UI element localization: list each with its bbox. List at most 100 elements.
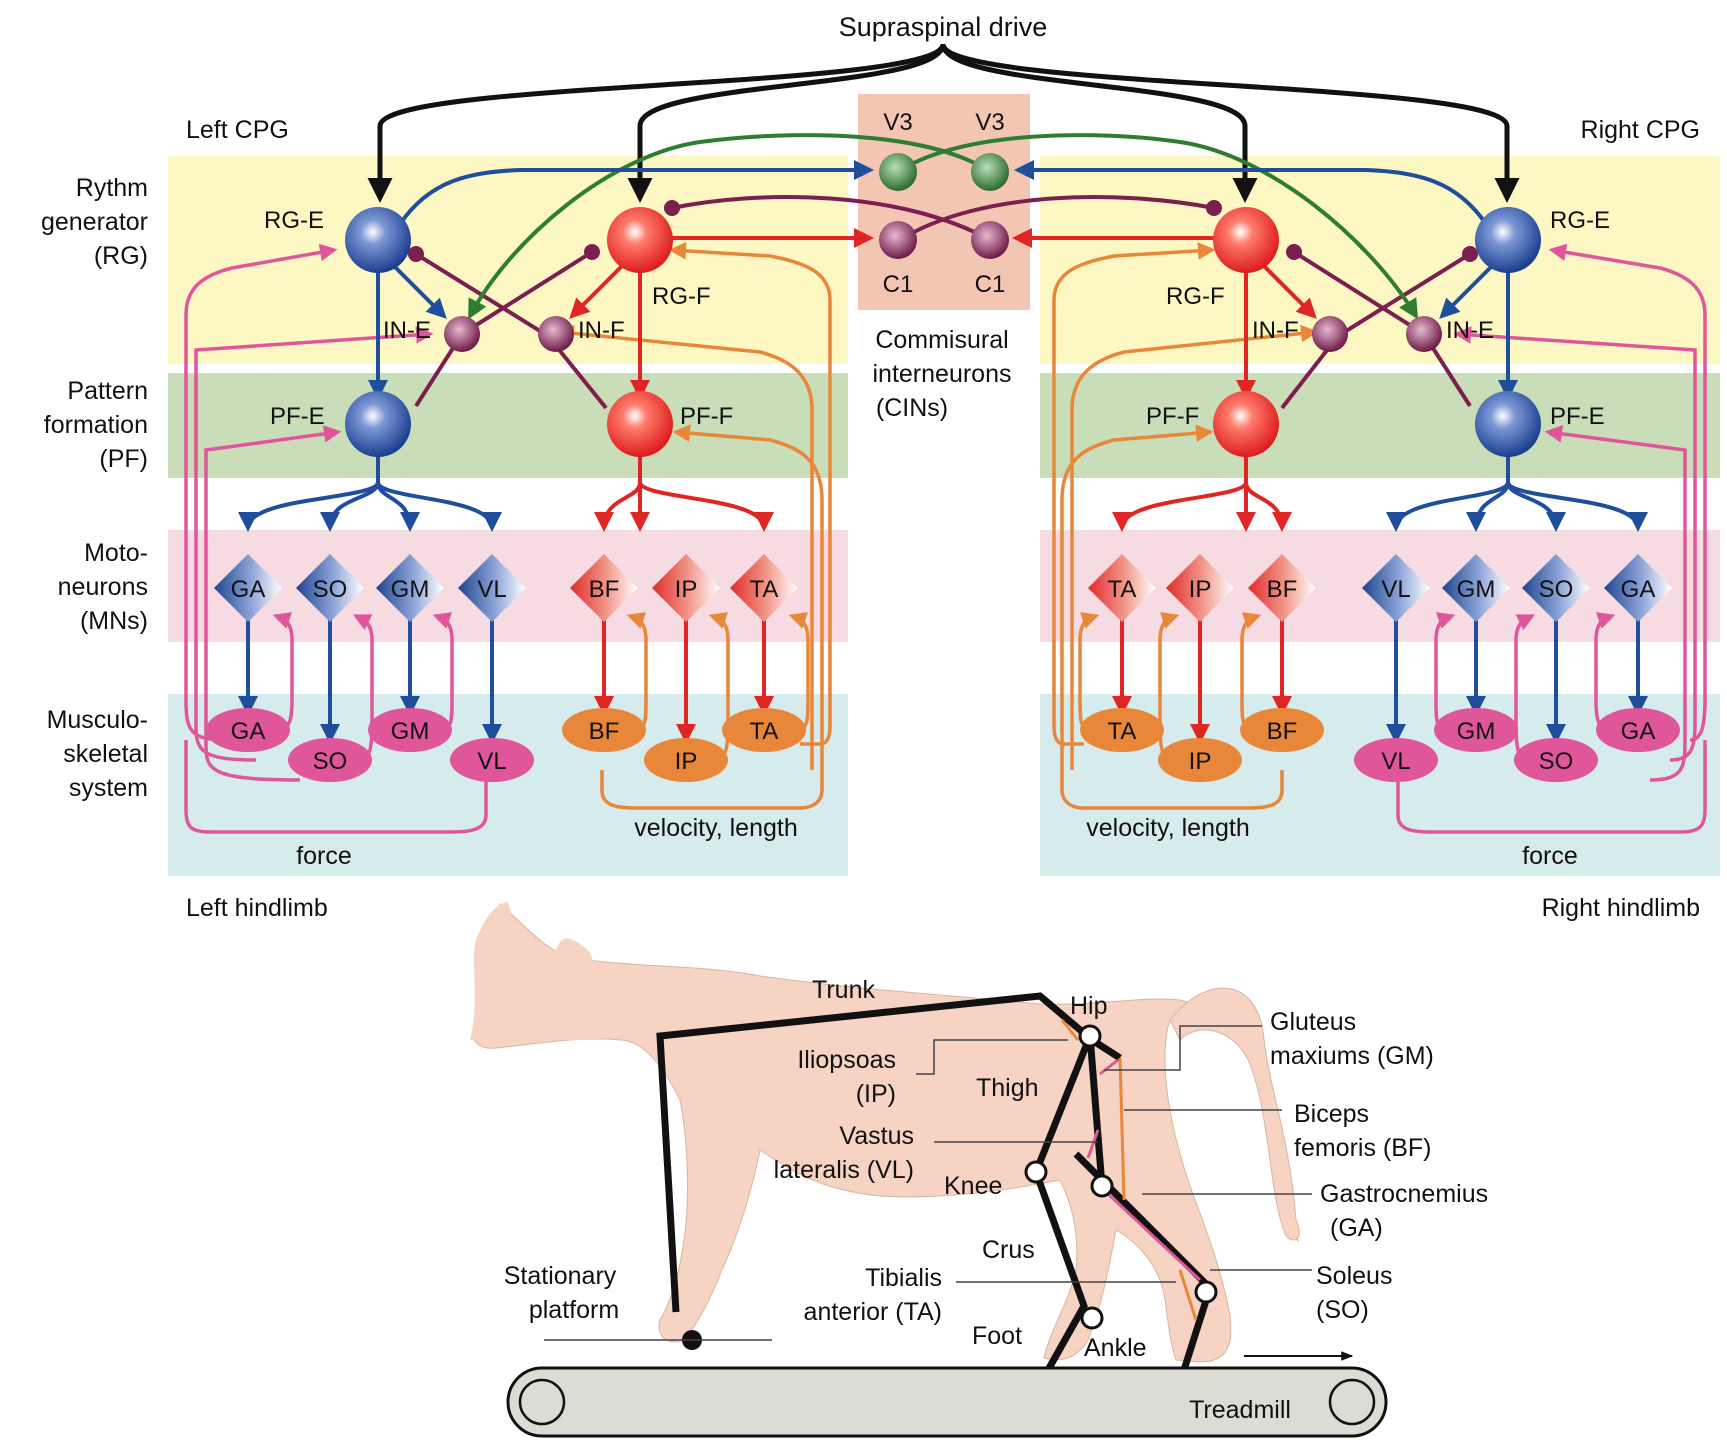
cin-caption-2: interneurons bbox=[873, 360, 1012, 388]
vastus-muscle-line bbox=[1086, 1129, 1100, 1159]
iliopsoas-muscle-line bbox=[1060, 1019, 1080, 1041]
muscle-right-flexor-bf-label: BF bbox=[1267, 718, 1298, 745]
mn-left-extensor-vl bbox=[458, 554, 526, 622]
muscle-right-extensor-gm-label: GM bbox=[1457, 718, 1496, 745]
soleus-label-2: (SO) bbox=[1316, 1296, 1369, 1324]
mn-right-extensor-ga bbox=[1604, 554, 1672, 622]
left-limb-label: Left hindlimb bbox=[186, 894, 328, 922]
pf-e-right-label: PF-E bbox=[1550, 403, 1605, 430]
femur-line bbox=[1086, 1035, 1106, 1187]
ankle-label: Ankle bbox=[1084, 1334, 1147, 1362]
muscle-right-extensor-gm bbox=[1434, 708, 1518, 752]
muscle-left-flexor-ip-label: IP bbox=[675, 748, 698, 775]
cat-labels: Trunk Hip Thigh Knee Crus Foot Ankle Sta… bbox=[504, 976, 1488, 1424]
feedback-force-right bbox=[1396, 243, 1707, 834]
gastro-muscle-line bbox=[1102, 1188, 1202, 1282]
excitatory-descending-left bbox=[368, 264, 650, 400]
muscle-left-flexor-bf bbox=[562, 708, 646, 752]
knee2-joint bbox=[1090, 1174, 1114, 1198]
knee-joint bbox=[1024, 1160, 1048, 1184]
tibialis-label-2: anterior (TA) bbox=[804, 1298, 942, 1326]
muscle-right-flexor-ip bbox=[1158, 738, 1242, 782]
feedback-velocity-left bbox=[556, 242, 832, 810]
muscle-left-extensor-gm-label: GM bbox=[391, 718, 430, 745]
gastro-label-2: (GA) bbox=[1330, 1214, 1383, 1242]
mn-left-flexor-bf-label: BF bbox=[589, 576, 620, 603]
pf-e-right-neuron bbox=[1475, 391, 1541, 457]
muscle-left-extensor-vl-label: VL bbox=[477, 748, 506, 775]
ms-row-label-1: Musculo- bbox=[47, 706, 148, 734]
mn-right-flexor-ip-label: IP bbox=[1189, 576, 1212, 603]
pf-to-mn-left bbox=[238, 448, 774, 532]
v3-right-label: V3 bbox=[975, 109, 1004, 136]
mn-row-label-2: neurons bbox=[58, 573, 148, 601]
pf-f-left-neuron bbox=[607, 391, 673, 457]
mn-right-extensor-gm-label: GM bbox=[1457, 576, 1496, 603]
c1-left-label: C1 bbox=[883, 271, 914, 298]
cin-labels: V3 V3 C1 C1 Commisural interneurons (CIN… bbox=[873, 109, 1012, 422]
v3-connections bbox=[468, 133, 1419, 320]
pf-band-right bbox=[1040, 373, 1720, 478]
mn-left-flexor-bf bbox=[570, 554, 638, 622]
in-e-right-label: IN-E bbox=[1446, 317, 1494, 344]
mn-row-label-3: (MNs) bbox=[80, 607, 148, 635]
platform-label-1: Stationary bbox=[504, 1262, 617, 1290]
rg-to-cin-arrows bbox=[398, 160, 1488, 248]
mn-to-muscle-right bbox=[1112, 618, 1648, 744]
neurons-right bbox=[1213, 207, 1541, 457]
pf-to-mn-right bbox=[1112, 448, 1648, 532]
cat-illustration bbox=[470, 902, 1388, 1438]
mn-left-flexor-ta-label: TA bbox=[750, 576, 779, 603]
trunk-segment bbox=[656, 992, 1122, 1313]
rg-f-left-label: RG-F bbox=[652, 283, 711, 310]
pf-f-right-neuron bbox=[1213, 391, 1279, 457]
mn-right-flexor-bf-label: BF bbox=[1267, 576, 1298, 603]
mn-left-extensor-ga-label: GA bbox=[231, 576, 266, 603]
trunk-label: Trunk bbox=[812, 976, 875, 1004]
ankle-joint bbox=[1080, 1306, 1104, 1330]
muscle-right-extensor-vl-label: VL bbox=[1381, 748, 1410, 775]
c1-right-neuron bbox=[971, 221, 1009, 259]
background-bands bbox=[168, 94, 1720, 876]
rg-e-left-neuron bbox=[345, 207, 411, 273]
rg-f-right-label: RG-F bbox=[1166, 283, 1225, 310]
neuron-labels-left: RG-E RG-F IN-E IN-F PF-E PF-F bbox=[264, 207, 733, 430]
mn-left-flexor-ip bbox=[652, 554, 720, 622]
treadmill-roller-right bbox=[1328, 1378, 1376, 1426]
muscle-right-flexor-ta bbox=[1080, 708, 1164, 752]
rg-f-right-neuron bbox=[1213, 207, 1279, 273]
right-cpg-label: Right CPG bbox=[1581, 116, 1700, 144]
muscle-right-extensor-so bbox=[1514, 738, 1598, 782]
muscle-left-flexor-ip bbox=[644, 738, 728, 782]
supraspinal-title: Supraspinal drive bbox=[839, 12, 1048, 42]
muscle-left-extensor-gm bbox=[368, 708, 452, 752]
velocity-label-left: velocity, length bbox=[634, 814, 798, 842]
pf-e-left-neuron bbox=[345, 391, 411, 457]
neuron-labels-right: RG-E RG-F IN-E IN-F PF-E PF-F bbox=[1146, 207, 1610, 430]
pf-e-left-label: PF-E bbox=[270, 403, 325, 430]
in-e-right-neuron bbox=[1406, 316, 1442, 352]
hip-label: Hip bbox=[1070, 992, 1108, 1020]
pf-row-label-3: (PF) bbox=[99, 445, 148, 473]
ms-row-label-2: skeletal bbox=[63, 740, 148, 768]
row-labels: Rythm generator (RG) Pattern formation (… bbox=[41, 174, 148, 802]
right-limb-label: Right hindlimb bbox=[1542, 894, 1700, 922]
in-f-right-label: IN-F bbox=[1252, 317, 1299, 344]
rg-e-right-label: RG-E bbox=[1550, 207, 1610, 234]
foot-label: Foot bbox=[972, 1322, 1022, 1350]
mn-right-extensor-ga-label: GA bbox=[1621, 576, 1656, 603]
soleus-label-1: Soleus bbox=[1316, 1262, 1392, 1290]
muscle-left-flexor-ta bbox=[722, 708, 806, 752]
muscle-right-extensor-ga bbox=[1596, 708, 1680, 752]
velocity-label-right: velocity, length bbox=[1086, 814, 1250, 842]
vastus-label-1: Vastus bbox=[839, 1122, 914, 1150]
rg-row-label-3: (RG) bbox=[94, 242, 148, 270]
gluteus-muscle-line bbox=[1099, 1058, 1119, 1076]
mn-left-extensor-so-label: SO bbox=[313, 576, 348, 603]
mn-right-flexor-ta-label: TA bbox=[1108, 576, 1137, 603]
mn-left-extensor-so bbox=[296, 554, 364, 622]
